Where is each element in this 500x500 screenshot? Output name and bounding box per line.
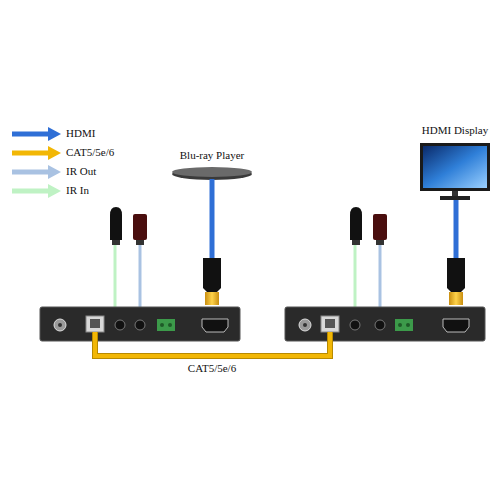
receiver-box: [285, 307, 485, 341]
ir-devices-rx: [350, 207, 387, 318]
cable-label: CAT5/5e/6: [188, 362, 236, 375]
legend-text: IR Out: [66, 165, 96, 178]
legend-text: IR In: [66, 184, 89, 197]
device-name: HDMI Display: [422, 124, 488, 136]
cat-cable: [95, 332, 330, 356]
legend-arrows: [12, 127, 61, 198]
hdmi-display: [420, 143, 490, 200]
legend-text: HDMI: [66, 127, 95, 140]
device-label: HDMI Display: [420, 123, 490, 137]
blu-ray-player: [172, 167, 252, 180]
ir-devices-tx: [110, 207, 147, 318]
device-name: Blu-ray Player: [180, 149, 244, 161]
device-label: Blu-ray Player: [178, 148, 246, 162]
hdmi-cables: [203, 179, 465, 305]
legend-text: CAT5/5e/6: [66, 146, 114, 159]
transmitter-box: [40, 307, 240, 341]
